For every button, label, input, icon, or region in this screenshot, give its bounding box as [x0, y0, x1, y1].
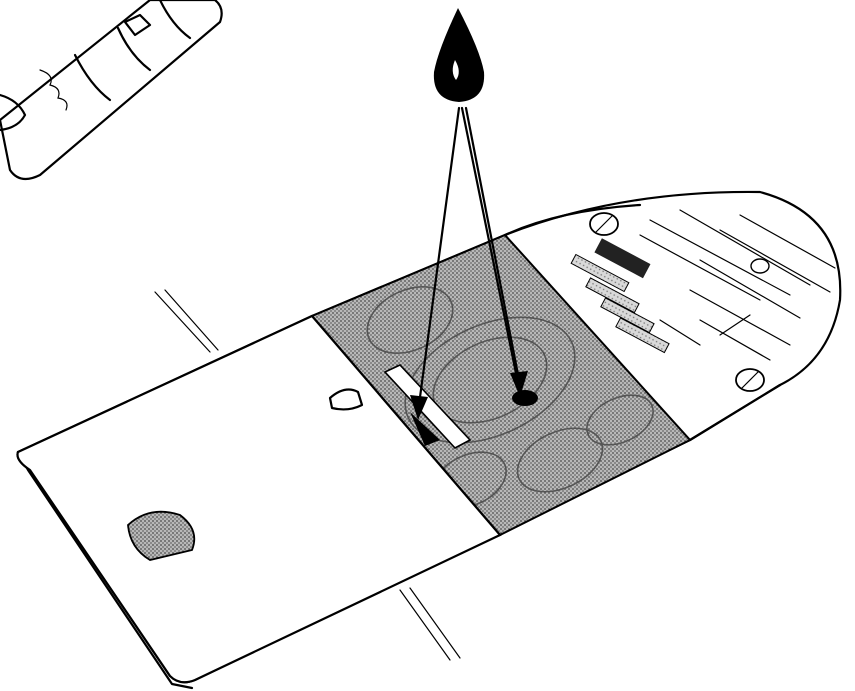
drop-icon: [434, 8, 484, 102]
dropper-bottle-icon: [0, 0, 222, 179]
